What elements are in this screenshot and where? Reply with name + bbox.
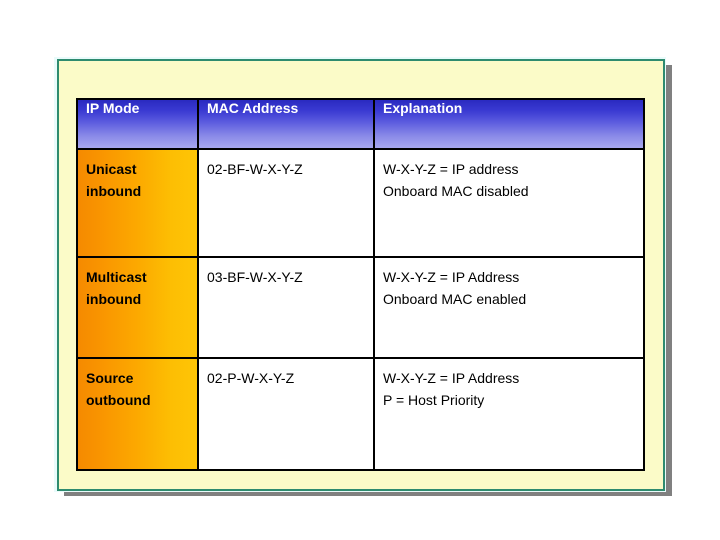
table-row: Source outbound 02-P-W-X-Y-Z W-X-Y-Z = I… [76, 357, 645, 471]
ip-mode-mac-table: IP Mode MAC Address Explanation Unicast … [76, 98, 645, 471]
cell-text-line: W-X-Y-Z = IP Address [383, 370, 520, 386]
cell-text-line: Multicast [86, 269, 147, 285]
cell-explanation-content: W-X-Y-Z = IP Address P = Host Priority [375, 359, 643, 411]
cell-ip-mode-content: Source outbound [78, 359, 197, 411]
cell-text-line: 02-P-W-X-Y-Z [207, 370, 295, 386]
cell-ip-mode: Multicast inbound [76, 256, 199, 359]
table-row: Multicast inbound 03-BF-W-X-Y-Z W-X-Y-Z … [76, 256, 645, 359]
cell-text-line: W-X-Y-Z = IP Address [383, 269, 520, 285]
cell-text-line: outbound [86, 392, 151, 408]
cell-text-line: inbound [86, 291, 142, 307]
cell-text-line: Unicast [86, 161, 137, 177]
cell-text-line: Source [86, 370, 134, 386]
cell-text-line: W-X-Y-Z = IP address [383, 161, 519, 177]
cell-text-line: inbound [86, 183, 142, 199]
cell-mac-address-content: 02-BF-W-X-Y-Z [199, 150, 373, 180]
cell-text-line: Onboard MAC disabled [383, 183, 529, 199]
table-header: IP Mode MAC Address Explanation [76, 98, 645, 150]
cell-explanation: W-X-Y-Z = IP Address P = Host Priority [373, 357, 645, 471]
cell-mac-address: 03-BF-W-X-Y-Z [197, 256, 375, 359]
column-header-explanation: Explanation [373, 98, 645, 150]
column-header-mac-address-label: MAC Address [207, 100, 299, 116]
cell-text-line: 03-BF-W-X-Y-Z [207, 269, 303, 285]
cell-explanation: W-X-Y-Z = IP address Onboard MAC disable… [373, 148, 645, 258]
cell-ip-mode-content: Unicast inbound [78, 150, 197, 202]
cell-mac-address: 02-P-W-X-Y-Z [197, 357, 375, 471]
cell-ip-mode: Source outbound [76, 357, 199, 471]
cell-mac-address-content: 02-P-W-X-Y-Z [199, 359, 373, 389]
column-header-ip-mode: IP Mode [76, 98, 199, 150]
cell-ip-mode-content: Multicast inbound [78, 258, 197, 310]
cell-explanation-content: W-X-Y-Z = IP address Onboard MAC disable… [375, 150, 643, 202]
cell-explanation-content: W-X-Y-Z = IP Address Onboard MAC enabled [375, 258, 643, 310]
cell-text-line: 02-BF-W-X-Y-Z [207, 161, 303, 177]
column-header-mac-address: MAC Address [197, 98, 375, 150]
column-header-ip-mode-label: IP Mode [86, 100, 140, 116]
column-header-explanation-label: Explanation [383, 100, 463, 116]
table-header-row: IP Mode MAC Address Explanation [76, 98, 645, 150]
cell-text-line: Onboard MAC enabled [383, 291, 527, 307]
cell-ip-mode: Unicast inbound [76, 148, 199, 258]
cell-mac-address-content: 03-BF-W-X-Y-Z [199, 258, 373, 288]
cell-mac-address: 02-BF-W-X-Y-Z [197, 148, 375, 258]
table-row: Unicast inbound 02-BF-W-X-Y-Z W-X-Y-Z = … [76, 148, 645, 258]
cell-text-line: P = Host Priority [383, 392, 485, 408]
cell-explanation: W-X-Y-Z = IP Address Onboard MAC enabled [373, 256, 645, 359]
table-body: Unicast inbound 02-BF-W-X-Y-Z W-X-Y-Z = … [76, 148, 645, 471]
